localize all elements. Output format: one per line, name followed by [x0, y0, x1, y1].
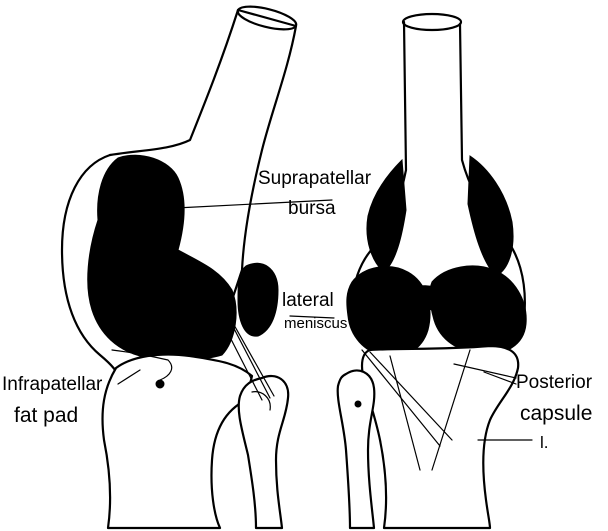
right-femur-cut	[403, 14, 461, 30]
label-l-marker: l.	[540, 433, 549, 452]
label-infrapatellar-line1: Infrapatellar	[2, 374, 103, 395]
label-posterior-line1: Posterior	[516, 372, 593, 393]
right-posterior-capsule-left	[347, 267, 430, 357]
label-infrapatellar-line2: fat pad	[14, 404, 78, 427]
left-lateral-meniscus-mass	[238, 263, 278, 336]
left-tibia-spot	[156, 380, 164, 388]
right-bursa-left-lobe	[367, 160, 406, 272]
label-lateral-meniscus-line1: lateral	[282, 290, 334, 311]
right-fibula-spot	[355, 401, 361, 407]
left-suprapatellar-bursa	[88, 155, 236, 359]
right-posterior-capsule-right	[430, 266, 526, 354]
right-knee-posterior-view	[338, 14, 527, 528]
left-femur-shaft-back	[110, 10, 238, 155]
label-posterior-line2: capsule	[520, 402, 592, 425]
label-suprapatellar-line2: bursa	[288, 198, 336, 219]
left-tibia	[103, 355, 253, 529]
left-fibula	[239, 376, 288, 528]
right-fibula	[338, 370, 375, 528]
left-knee-lateral-view	[62, 2, 298, 528]
label-suprapatellar-line1: Suprapatellar	[258, 168, 372, 189]
label-lateral-meniscus-line2: meniscus	[284, 315, 347, 332]
right-bursa-right-lobe	[468, 156, 513, 276]
left-femur-shaft	[232, 10, 296, 300]
